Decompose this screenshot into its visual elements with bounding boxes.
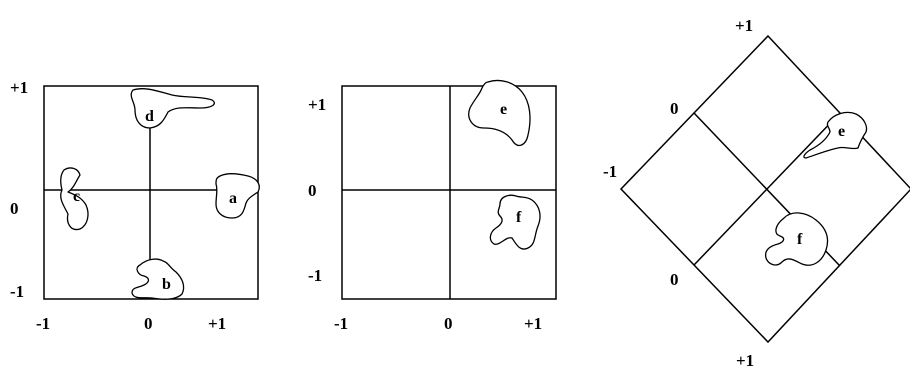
shape-b-label: b	[162, 276, 171, 293]
panel-1-y-tick-bottom: -1	[10, 282, 24, 301]
panel-3-corner-left: -1	[603, 162, 617, 181]
shape-e	[468, 79, 531, 147]
panel-2-x-tick-left: -1	[334, 314, 348, 333]
shape-c-label: c	[73, 188, 80, 205]
panel-3-edge-lower-left: 0	[670, 270, 679, 289]
shape-f-rotated	[764, 212, 829, 266]
panel-1-x-tick-left: -1	[36, 314, 50, 333]
shape-b	[131, 258, 185, 300]
panel-2: e f +1 0 -1 -1 0 +1	[308, 79, 557, 333]
shape-a	[215, 173, 260, 219]
panel-2-x-tick-middle: 0	[444, 314, 453, 333]
panel-1-x-tick-right: +1	[208, 314, 226, 333]
panel-2-frame	[341, 85, 557, 300]
panel-3-edge-upper-left: 0	[670, 99, 679, 118]
panel-1-y-tick-top: +1	[10, 78, 28, 97]
shape-d-label: d	[145, 108, 154, 125]
panel-3-corner-top: +1	[735, 16, 753, 35]
shape-d	[130, 88, 215, 129]
shape-e-label: e	[500, 101, 507, 118]
panel-3: e f +1 +1 -1 0 0	[603, 16, 910, 370]
panel-2-y-tick-bottom: -1	[308, 266, 322, 285]
panel-1-x-tick-middle: 0	[144, 314, 153, 333]
shape-f-label: f	[516, 209, 522, 226]
panel-1-y-tick-middle: 0	[10, 199, 19, 218]
panel-2-y-tick-top: +1	[308, 95, 326, 114]
panel-3-axis-b	[693, 112, 841, 266]
panel-2-y-tick-middle: 0	[308, 181, 317, 200]
panel-2-x-tick-right: +1	[524, 314, 542, 333]
panel-1: d c a b +1 0 -1 -1 0 +1	[10, 78, 260, 333]
panel-3-frame	[619, 34, 910, 344]
shape-e-rotated-label: e	[838, 123, 845, 140]
panel-3-corner-bottom: +1	[736, 351, 754, 370]
shape-e-rotated	[803, 111, 868, 159]
shape-c	[60, 167, 89, 231]
shape-f	[489, 194, 541, 250]
shape-a-label: a	[229, 190, 237, 207]
shape-f-rotated-label: f	[797, 231, 803, 248]
